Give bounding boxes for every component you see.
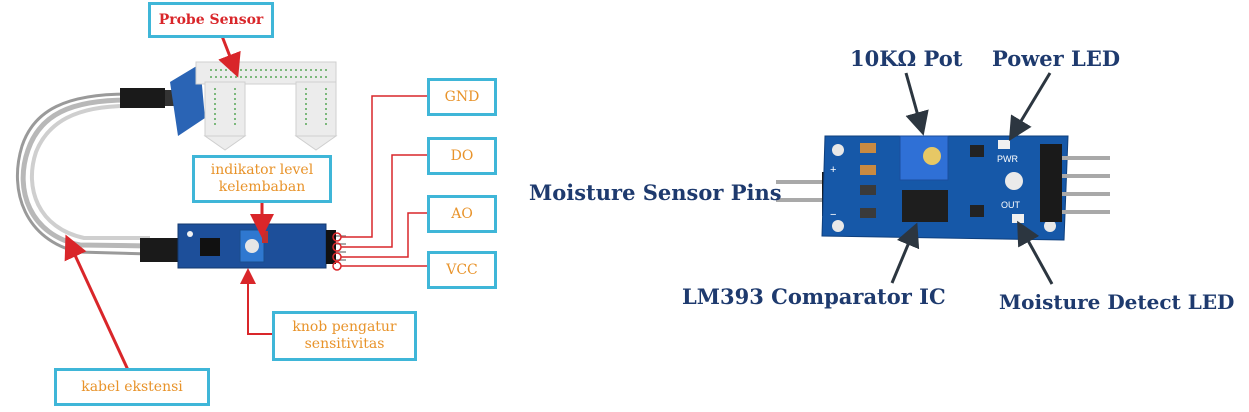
indicator-level-label: indikator level kelembaban [192,155,332,203]
cable-arrow [64,234,130,371]
detect-led-arrow [1017,220,1054,285]
do-label-text: DO [450,147,474,164]
vcc-label: VCC [427,251,497,289]
indicator-label-line1: indikator level [210,162,314,178]
knob-label-line2: sensitivitas [304,336,385,352]
comparator-ic-label: LM393 Comparator IC [682,284,946,309]
sensor-module-board [140,223,346,269]
silk-minus: − [830,209,836,221]
gnd-label: GND [427,78,497,116]
power-led-label: Power LED [992,46,1121,71]
pin-leader-lines [332,95,427,271]
silk-plus: + [830,164,836,176]
probe-arrow [218,35,241,78]
indicator-label-line2: kelembaban [218,179,306,195]
moisture-detect-led-label: Moisture Detect LED [999,290,1235,314]
do-label: DO [427,137,497,175]
comparator-module-board [776,135,1110,241]
probe-sensor [170,61,338,151]
pot-arrow [904,72,929,136]
silk-pwr: PWR [997,154,1018,164]
power-led-arrow [1008,72,1052,142]
extension-cable-label-text: kabel ekstensi [81,378,183,395]
knob-arrow [240,268,272,335]
probe-connector [120,88,177,108]
extension-cable [15,92,151,256]
moisture-sensor-pins-label: Moisture Sensor Pins [529,180,782,205]
gnd-label-text: GND [444,88,480,105]
vcc-label-text: VCC [446,261,478,278]
knob-label-line1: knob pengatur [292,319,397,335]
knob-sensitivity-label: knob pengatur sensitivitas [272,311,417,361]
comparator-arrow [890,222,920,284]
silk-out: OUT [1001,200,1021,210]
extension-cable-label: kabel ekstensi [54,368,210,406]
ao-label: AO [427,195,497,233]
pot-label: 10KΩ Pot [850,46,963,71]
probe-sensor-label-text: Probe Sensor [158,11,264,28]
ao-label-text: AO [451,205,473,222]
probe-sensor-label: Probe Sensor [148,2,274,38]
